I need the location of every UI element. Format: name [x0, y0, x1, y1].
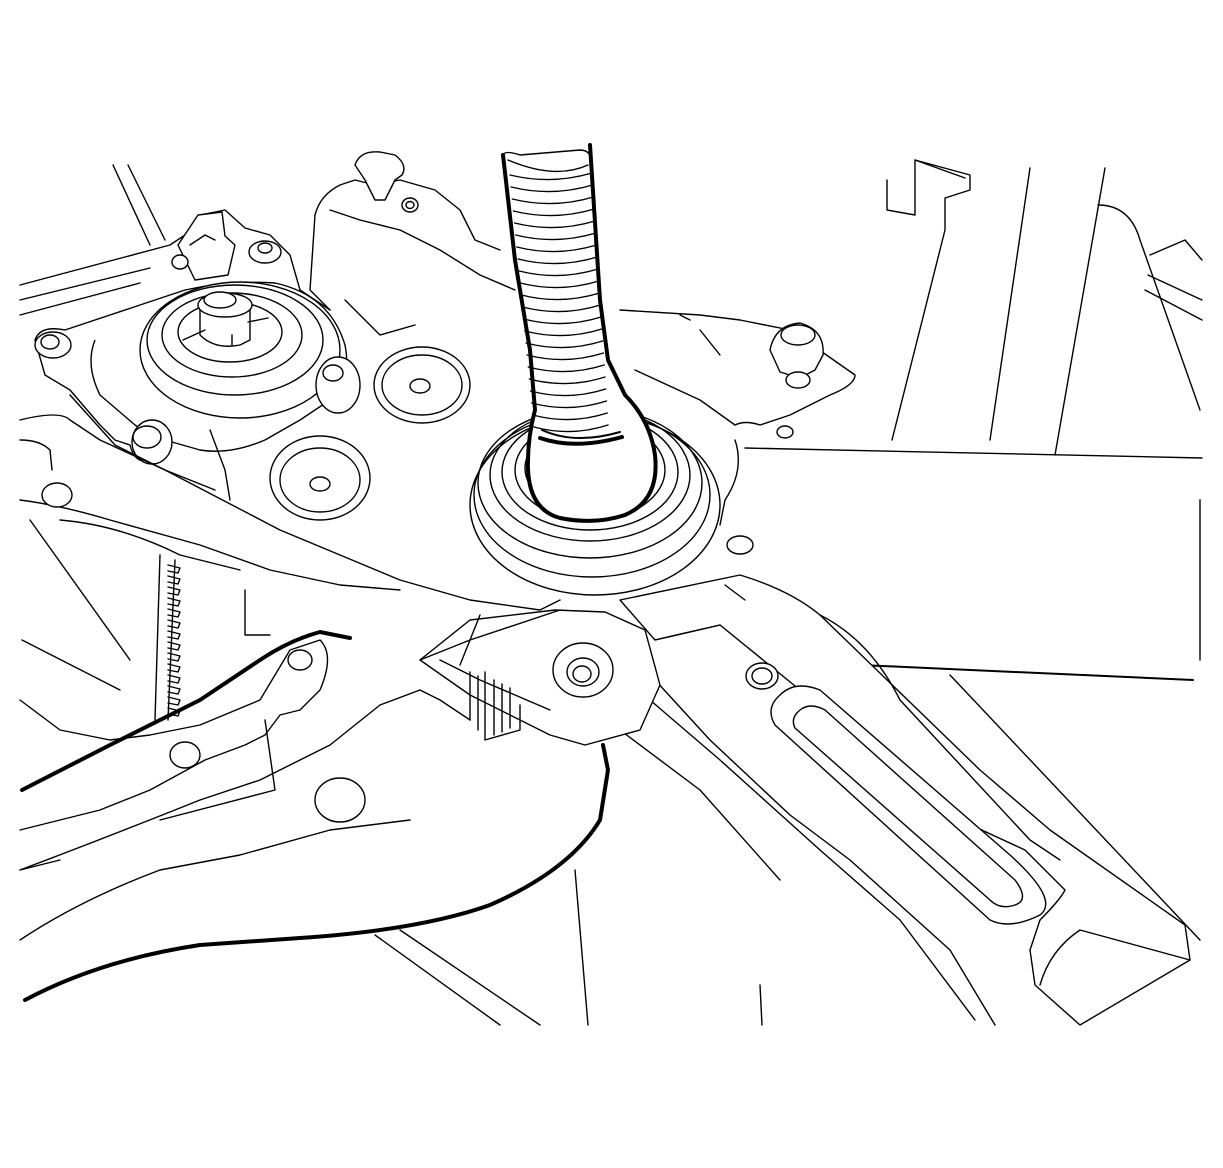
- gear-tooth: [167, 597, 181, 607]
- tool-ridge: [533, 424, 609, 433]
- gear-teeth: [167, 564, 181, 717]
- tool-ridge: [521, 304, 602, 313]
- tool-ridge: [517, 256, 599, 265]
- tool-ridge: [523, 316, 602, 325]
- tool-ridge: [532, 412, 608, 421]
- gear-tooth: [167, 685, 181, 695]
- gear-tooth: [167, 663, 181, 673]
- gear-tooth: [167, 641, 181, 651]
- tool-ridge: [509, 172, 593, 181]
- tool-ridge: [524, 328, 603, 337]
- tool-ridge: [518, 268, 599, 277]
- tool-ridge: [528, 376, 606, 385]
- gear-tooth: [167, 630, 181, 640]
- tool-ridge: [516, 244, 598, 253]
- tool-ridge: [531, 400, 608, 409]
- tool-ridge: [529, 388, 607, 397]
- gear-tooth: [167, 619, 181, 629]
- background-frame-lines: [21, 159, 1203, 1026]
- tool-ridge: [520, 292, 601, 301]
- tool-ridge: [512, 208, 595, 217]
- tool-ridge: [519, 280, 600, 289]
- lift-channel: [619, 574, 1191, 1026]
- tool-ridge: [511, 196, 595, 205]
- tool-ridge: [515, 232, 597, 241]
- gear-tooth: [167, 696, 181, 706]
- socket-tool: [501, 143, 658, 523]
- tool-ridge: [510, 184, 594, 193]
- tool-ridge: [525, 340, 604, 349]
- mounting-plate: [19, 151, 856, 611]
- sector-gear: [59, 519, 271, 721]
- pivot-link: [419, 609, 661, 746]
- tool-ridge: [513, 220, 596, 229]
- gear-tooth: [167, 575, 181, 585]
- gear-tooth: [167, 674, 181, 684]
- lift-arm: [19, 630, 610, 1002]
- tool-ridge: [526, 352, 605, 361]
- tool-ridges: [509, 172, 609, 433]
- tool-ridge: [527, 364, 605, 373]
- gear-tooth: [167, 586, 181, 596]
- gear-tooth: [167, 652, 181, 662]
- gear-tooth: [167, 608, 181, 618]
- gear-tooth: [167, 564, 181, 574]
- regulator-motor: [19, 209, 361, 501]
